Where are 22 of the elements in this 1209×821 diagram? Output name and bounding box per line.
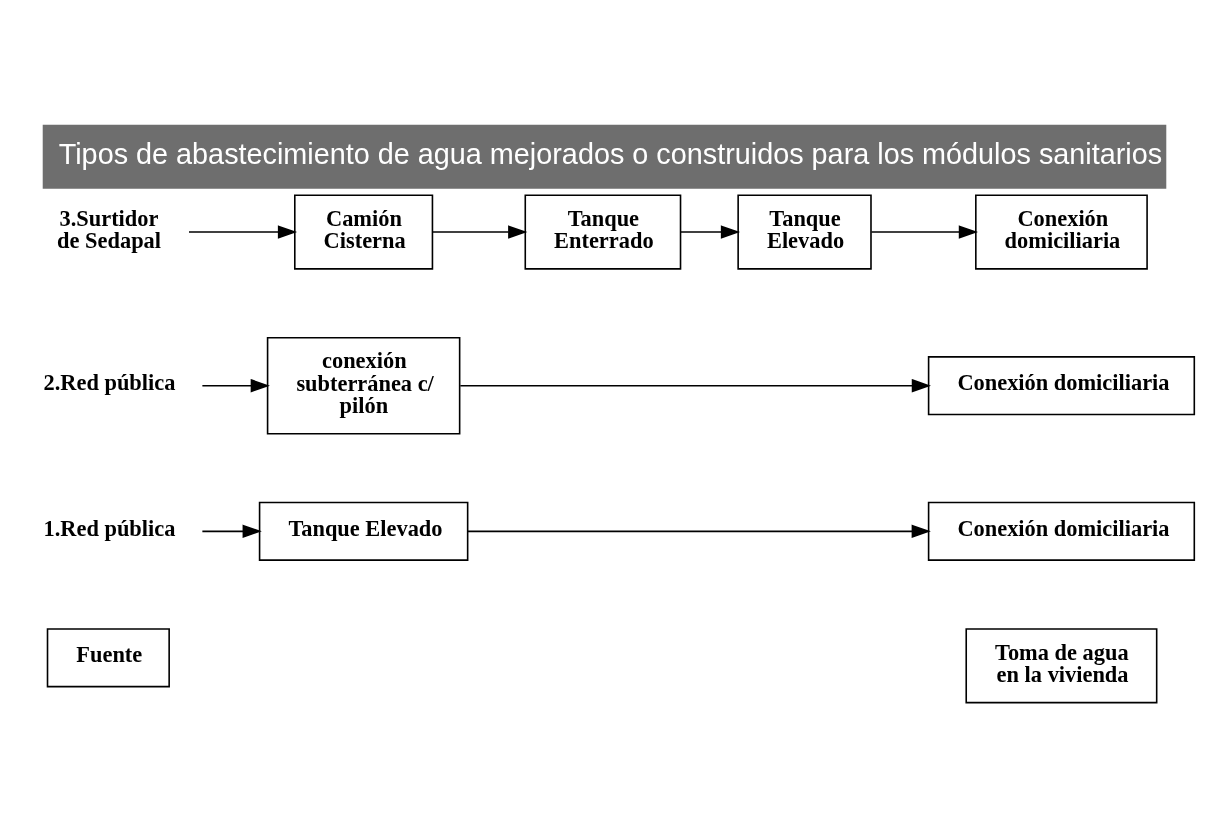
node-box: conexión subterránea c/ pilón — [266, 336, 461, 435]
arrow — [201, 378, 270, 393]
node-text: 1.Red pública — [43, 515, 176, 541]
arrow — [679, 225, 741, 239]
arrow — [870, 225, 978, 239]
node-box: Fuente — [46, 628, 170, 688]
diagram-title: Tipos de abastecimiento de agua mejorados o construidos para los módulos sanitarios — [58, 137, 1163, 170]
arrow — [201, 524, 262, 539]
node-box: Camión Cisterna — [294, 194, 434, 270]
node-text: 3.Surtidor de Sedapal — [57, 205, 162, 254]
node-box: Tanque Enterrado — [524, 194, 682, 270]
node-box: Conexión domiciliaria — [927, 356, 1196, 416]
node-text: 2.Red pública — [43, 370, 176, 396]
arrow — [188, 225, 298, 239]
arrow — [459, 378, 931, 393]
arrow — [466, 524, 931, 539]
node-box: Conexión domiciliaria — [927, 501, 1196, 561]
arrow — [432, 225, 528, 239]
node-box: Conexión domiciliaria — [975, 194, 1148, 270]
node-box: Tanque Elevado — [258, 501, 469, 561]
node-box: Tanque Elevado — [737, 194, 872, 270]
node-box: Toma de agua en la vivienda — [965, 628, 1158, 704]
